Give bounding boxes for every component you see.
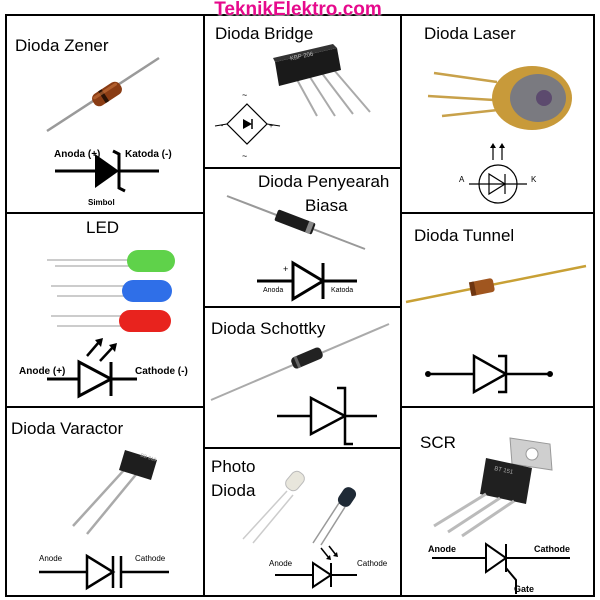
grid-divider (204, 306, 401, 308)
photo-anode-label: Anode (269, 559, 293, 568)
rectifier-symbol (257, 260, 357, 302)
scr-title: SCR (420, 433, 456, 452)
grid-divider (204, 447, 401, 449)
rectifier-cell: Dioda Penyearah Biasa + Anoda Katoda (205, 169, 400, 306)
zener-diode-photo (46, 56, 160, 133)
grid-divider (204, 167, 401, 169)
bridge-rectifier-photo (273, 44, 371, 117)
scr-cathode-label: Cathode (534, 544, 570, 554)
tunnel-symbol (425, 353, 553, 395)
laser-symbol (469, 143, 527, 204)
grid-divider (6, 212, 204, 214)
varactor-cell: Dioda Varactor BB 910 Anode Cathode (7, 408, 203, 596)
tunnel-title: Dioda Tunnel (414, 226, 515, 245)
svg-text:-: - (221, 123, 224, 130)
bridge-symbol: ~ ~ - + (214, 90, 281, 161)
zener-symbol (55, 149, 159, 193)
grid-divider (401, 212, 594, 214)
tunnel-cell: Dioda Tunnel (402, 214, 594, 406)
zener-cell: Dioda Zener Anoda (+) Katoda (-) Simbol (7, 16, 203, 212)
laser-pin-k: K (531, 175, 537, 184)
site-watermark: TeknikElektro.com (214, 0, 382, 20)
svg-text:~: ~ (242, 151, 247, 161)
varactor-cathode-label: Cathode (135, 554, 166, 563)
led-symbol (47, 338, 137, 399)
photo-diode-symbol (275, 545, 357, 589)
grid-divider (401, 406, 594, 408)
rectifier-diode-photo (226, 195, 366, 250)
zener-anode-label: Anoda (+) (54, 149, 101, 160)
laser-pin-a: A (459, 175, 465, 184)
led-anode-label: Anode (+) (19, 366, 66, 377)
grid-divider (6, 406, 204, 408)
scr-symbol (432, 542, 570, 594)
schottky-diode-photo (210, 323, 390, 401)
scr-anode-label: Anode (428, 544, 456, 554)
scr-cell: SCR BT 151 Anode Cathode Gate (402, 408, 594, 596)
varactor-title: Dioda Varactor (11, 419, 124, 438)
zener-title: Dioda Zener (15, 36, 109, 55)
photo-title-line2: Dioda (211, 481, 256, 500)
schottky-cell: Dioda Schottky (205, 308, 400, 447)
led-cathode-label: Cathode (-) (135, 366, 188, 377)
laser-cell: Dioda Laser A K (402, 16, 594, 212)
led-title: LED (86, 218, 120, 237)
schottky-symbol (277, 386, 377, 446)
schottky-title: Dioda Schottky (211, 319, 326, 338)
grid-divider (203, 15, 205, 596)
varactor-symbol (39, 553, 169, 591)
zener-symbol-caption: Simbol (88, 198, 115, 207)
bridge-title: Dioda Bridge (215, 24, 314, 43)
scr-thyristor-photo (433, 437, 553, 538)
grid-divider (400, 15, 402, 596)
rectifier-anode-label: Anoda (263, 287, 284, 294)
svg-text:+: + (269, 123, 273, 130)
led-photos (47, 250, 175, 332)
led-cell: LED Anode (+) Cathode (-) (7, 214, 203, 406)
scr-gate-label: Gate (514, 584, 535, 594)
rectifier-title-line1: Dioda Penyearah (258, 172, 390, 191)
photo-cell: Photo Dioda Anode Cathode (205, 449, 400, 596)
varactor-anode-label: Anode (39, 554, 63, 563)
laser-title: Dioda Laser (424, 24, 516, 43)
varactor-diode-photo (72, 450, 157, 535)
rectifier-title-line2: Biasa (305, 196, 348, 215)
bridge-cell: Dioda Bridge KBP 206 ~ ~ - + (205, 16, 400, 167)
zener-cathode-label: Katoda (-) (125, 149, 172, 160)
svg-text:~: ~ (242, 90, 247, 100)
tunnel-diode-photo (405, 264, 587, 304)
photo-diode-photos (242, 470, 357, 546)
photo-cathode-label: Cathode (357, 559, 388, 568)
photo-title-line1: Photo (211, 457, 256, 476)
grid-frame (5, 14, 595, 597)
rectifier-cathode-label: Katoda (331, 287, 354, 294)
laser-diode-photo (427, 66, 572, 130)
rectifier-plus-sign: + (283, 264, 289, 274)
